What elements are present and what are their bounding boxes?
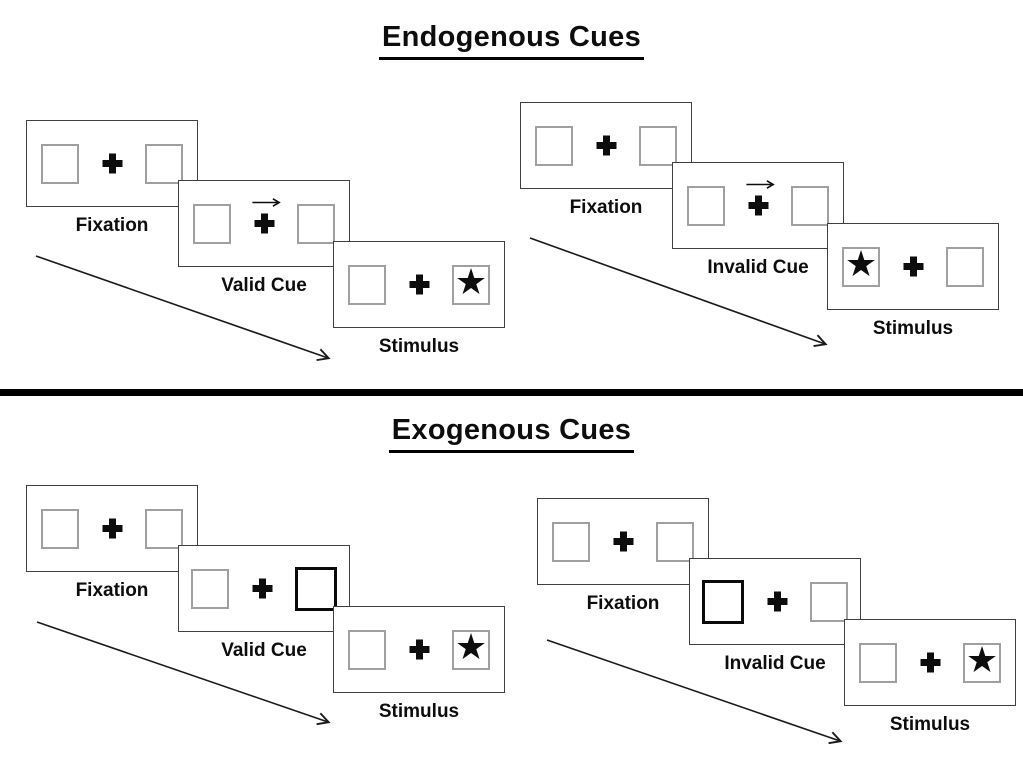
panel-stimulus: ★ Stimulus bbox=[333, 241, 505, 357]
section-title-text: Endogenous Cues bbox=[378, 21, 645, 60]
plus-icon bbox=[903, 256, 923, 277]
fixation-cross-area bbox=[252, 197, 281, 235]
left-box bbox=[193, 203, 231, 244]
cue-direction-arrow bbox=[251, 197, 281, 208]
panel-label: Stimulus bbox=[378, 336, 460, 357]
left-box bbox=[348, 629, 386, 670]
plus-icon bbox=[252, 578, 272, 599]
panel-label: Invalid Cue bbox=[707, 257, 809, 278]
right-box bbox=[145, 143, 183, 184]
panel-label: Invalid Cue bbox=[724, 653, 826, 674]
panel-invalid-cue: Invalid Cue bbox=[672, 162, 844, 278]
fixation-cross-area bbox=[595, 135, 617, 157]
fixation-cross-area bbox=[902, 256, 924, 278]
plus-icon bbox=[409, 274, 429, 295]
left-box bbox=[191, 568, 229, 609]
fixation-cross-area bbox=[919, 652, 941, 674]
fixation-cross-area bbox=[101, 153, 123, 175]
left-box bbox=[348, 264, 386, 305]
right-box: ★ bbox=[452, 627, 490, 670]
section-divider bbox=[0, 389, 1023, 396]
right-arrow-icon bbox=[252, 197, 281, 207]
plus-icon bbox=[767, 591, 787, 612]
panel-stimulus: ★ Stimulus bbox=[333, 606, 505, 722]
panel-valid-cue: Valid Cue bbox=[178, 545, 350, 661]
panel-fixation: Fixation bbox=[26, 120, 198, 236]
panel-label: Fixation bbox=[586, 593, 660, 614]
fixation-cross-area bbox=[408, 274, 430, 296]
plus-icon bbox=[254, 213, 274, 234]
panel-invalid-cue: Invalid Cue bbox=[689, 558, 861, 674]
star-icon: ★ bbox=[965, 640, 999, 681]
right-box bbox=[791, 185, 829, 226]
star-icon: ★ bbox=[454, 262, 488, 303]
fixation-cross-area bbox=[101, 518, 123, 540]
cue-direction-arrow bbox=[745, 179, 775, 190]
panel-label: Fixation bbox=[569, 197, 643, 218]
left-box bbox=[535, 125, 573, 166]
plus-icon bbox=[409, 639, 429, 660]
right-box: ★ bbox=[963, 640, 1001, 683]
left-box bbox=[552, 521, 590, 562]
section-title-endogenous: Endogenous Cues bbox=[0, 21, 1023, 60]
star-icon: ★ bbox=[454, 627, 488, 668]
fixation-cross-area bbox=[251, 578, 273, 600]
star-icon: ★ bbox=[844, 244, 878, 285]
fixation-cross-area bbox=[766, 591, 788, 613]
right-box bbox=[145, 508, 183, 549]
left-box bbox=[41, 143, 79, 184]
right-box-highlighted bbox=[295, 566, 337, 611]
left-box-highlighted bbox=[702, 579, 744, 624]
plus-icon bbox=[613, 531, 633, 552]
plus-icon bbox=[748, 195, 768, 216]
panel-valid-cue: Valid Cue bbox=[178, 180, 350, 296]
panel-label: Stimulus bbox=[378, 701, 460, 722]
right-box bbox=[656, 521, 694, 562]
panel-label: Fixation bbox=[75, 215, 149, 236]
left-box bbox=[859, 642, 897, 683]
right-arrow-icon bbox=[746, 179, 775, 189]
plus-icon bbox=[596, 135, 616, 156]
left-box: ★ bbox=[842, 244, 880, 287]
right-box bbox=[639, 125, 677, 166]
panel-stimulus: ★ Stimulus bbox=[827, 223, 999, 339]
panel-label: Stimulus bbox=[872, 318, 954, 339]
section-title-text: Exogenous Cues bbox=[388, 414, 635, 453]
panel-label: Stimulus bbox=[889, 714, 971, 735]
fixation-cross-area bbox=[612, 531, 634, 553]
right-box: ★ bbox=[452, 262, 490, 305]
panel-label: Valid Cue bbox=[221, 640, 307, 661]
right-box bbox=[946, 246, 984, 287]
fixation-cross-area bbox=[408, 639, 430, 661]
right-box bbox=[810, 581, 848, 622]
fixation-cross-area bbox=[746, 179, 775, 217]
left-box bbox=[41, 508, 79, 549]
plus-icon bbox=[102, 518, 122, 539]
panel-fixation: Fixation bbox=[26, 485, 198, 601]
panel-fixation: Fixation bbox=[537, 498, 709, 614]
section-title-exogenous: Exogenous Cues bbox=[0, 414, 1023, 453]
plus-icon bbox=[102, 153, 122, 174]
left-box bbox=[687, 185, 725, 226]
panel-label: Fixation bbox=[75, 580, 149, 601]
panel-stimulus: ★ Stimulus bbox=[844, 619, 1016, 735]
panel-fixation: Fixation bbox=[520, 102, 692, 218]
plus-icon bbox=[920, 652, 940, 673]
right-box bbox=[297, 203, 335, 244]
panel-label: Valid Cue bbox=[221, 275, 307, 296]
